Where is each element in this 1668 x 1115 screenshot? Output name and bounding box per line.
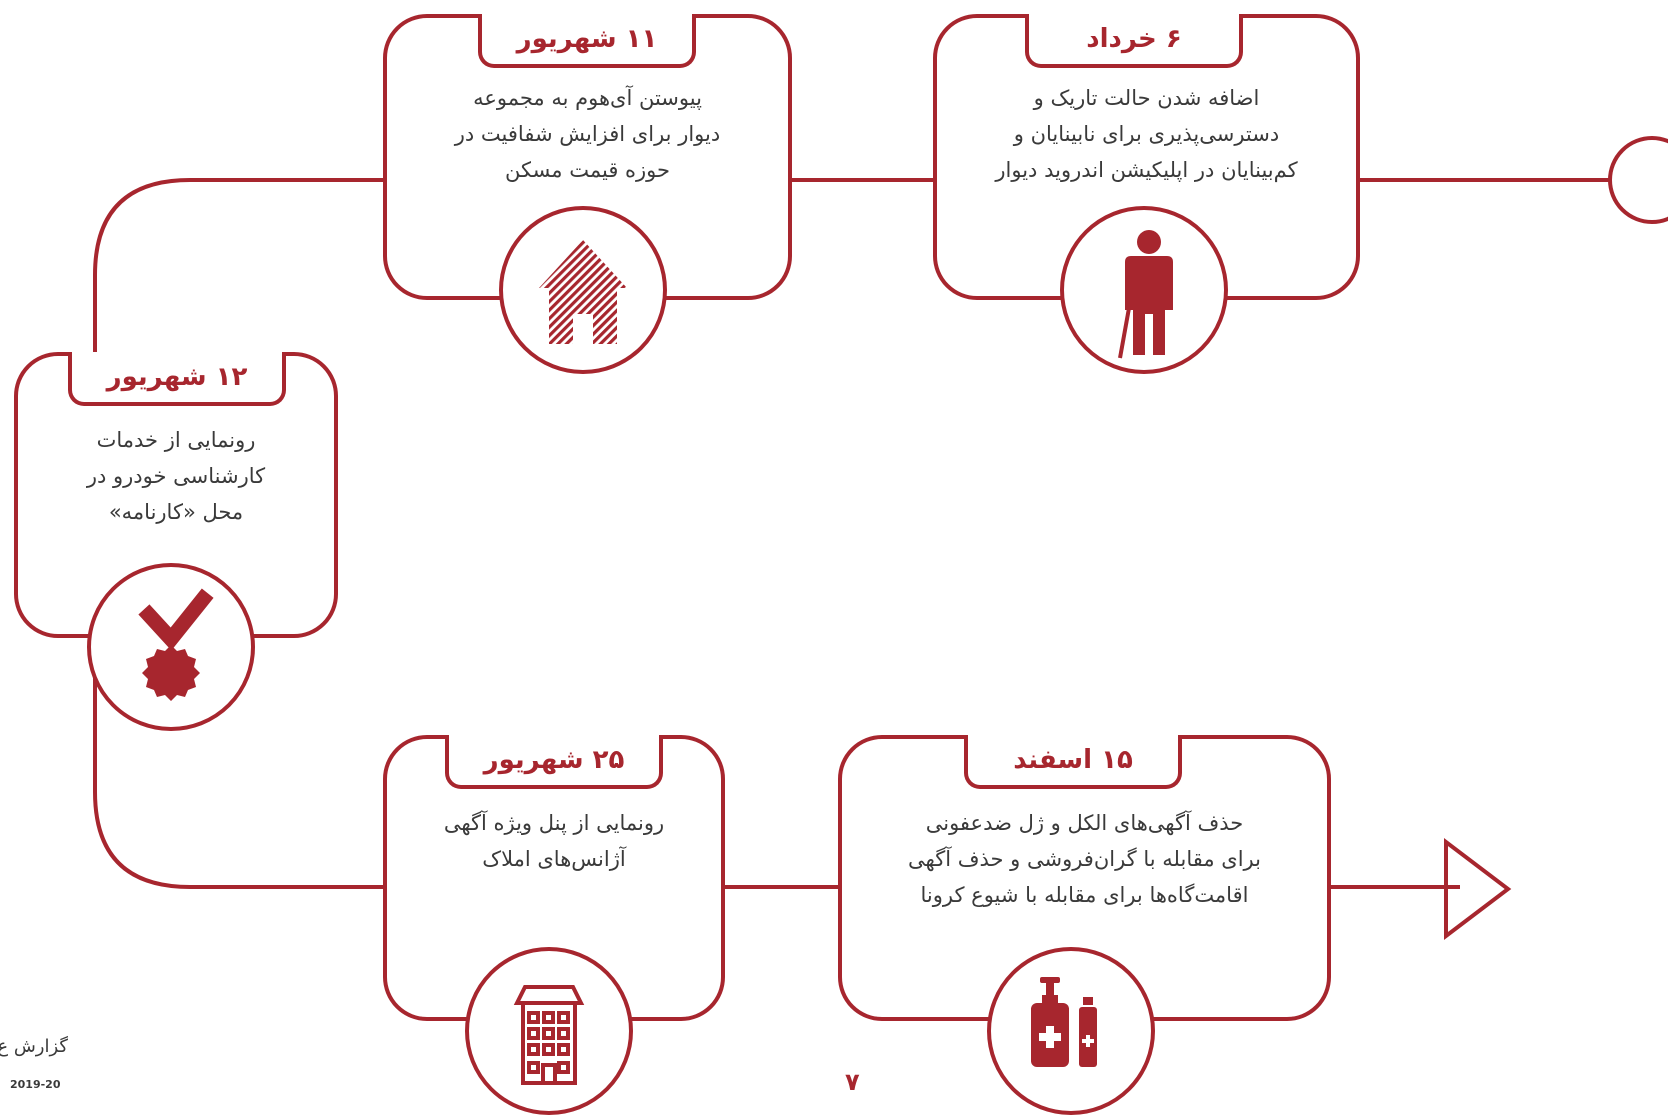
milestone-date-tab: ۱۵ اسفند xyxy=(964,735,1182,789)
building-icon xyxy=(465,947,633,1115)
footer-report-title: گزارش ع xyxy=(0,1036,68,1057)
milestone-description: پیوستن آی‌هوم به مجموعه دیوار برای افزای… xyxy=(454,86,721,182)
timeline-start-circle xyxy=(1608,136,1668,224)
timeline-end-arrow xyxy=(1444,837,1512,941)
medal-check-icon xyxy=(87,563,255,731)
footer-year: 2019-20 xyxy=(10,1078,61,1091)
milestone-date-tab: ۶ خرداد xyxy=(1025,14,1243,68)
person-with-cane-icon xyxy=(1060,206,1228,374)
house-icon xyxy=(499,206,667,374)
milestone-date: ۱۲ شهریور xyxy=(106,362,248,392)
milestone-date: ۲۵ شهریور xyxy=(483,745,625,775)
milestone-date: ۶ خرداد xyxy=(1086,24,1182,54)
milestone-description: حذف آگهی‌های الکل و ژل ضدعفونی برای مقاب… xyxy=(908,811,1261,907)
milestone-description: اضافه شدن حالت تاریک و دسترسی‌پذیری برای… xyxy=(995,86,1298,182)
milestone-date-tab: ۲۵ شهریور xyxy=(445,735,663,789)
milestone-date-tab: ۱۱ شهریور xyxy=(478,14,696,68)
milestone-date: ۱۵ اسفند xyxy=(1013,745,1133,775)
page-number: ۷ xyxy=(845,1068,860,1096)
milestone-description: رونمایی از خدمات کارشناسی خودرو در محل «… xyxy=(86,428,266,524)
milestone-description: رونمایی از پنل ویژه آگهی آژانس‌های املاک xyxy=(443,811,665,871)
sanitizer-icon xyxy=(987,947,1155,1115)
milestone-date: ۱۱ شهریور xyxy=(516,24,658,54)
milestone-date-tab: ۱۲ شهریور xyxy=(68,352,286,406)
